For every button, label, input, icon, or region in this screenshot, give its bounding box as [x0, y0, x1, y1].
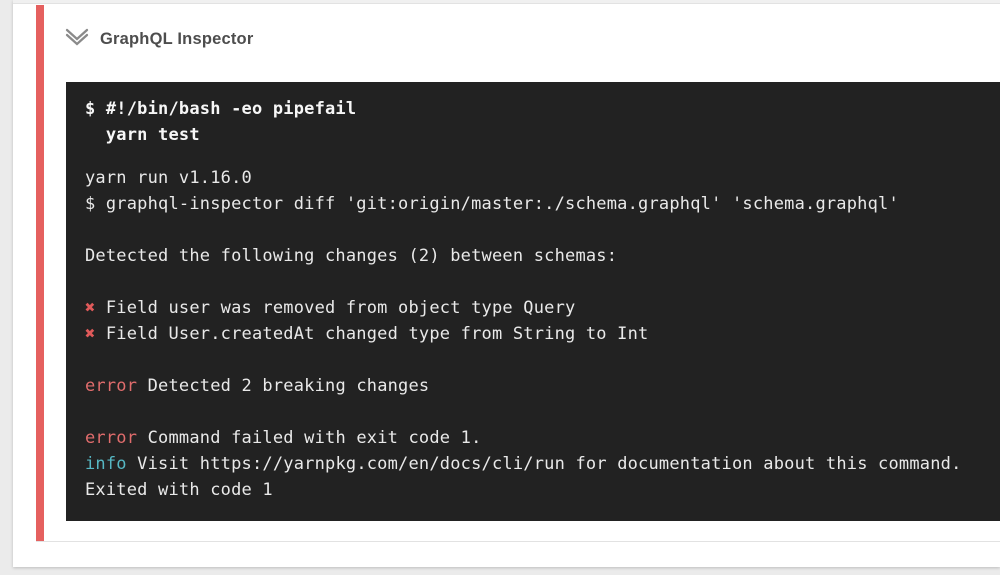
terminal-line: error Detected 2 breaking changes — [85, 376, 430, 396]
terminal-line: yarn run v1.16.0 — [85, 168, 252, 188]
terminal-line: info Visit https://yarnpkg.com/en/docs/c… — [85, 454, 962, 474]
error-label: error — [85, 376, 138, 396]
terminal-line: $ #!/bin/bash -eo pipefail — [85, 99, 357, 119]
info-label: info — [85, 454, 127, 474]
terminal-line: yarn test — [85, 125, 200, 145]
terminal-line — [85, 347, 990, 373]
terminal-line: ✖ Field User.createdAt changed type from… — [85, 324, 649, 344]
build-step-card: GraphQL Inspector $ #!/bin/bash -eo pipe… — [13, 0, 1000, 567]
card-top-divider — [13, 0, 1000, 4]
terminal-line — [85, 399, 990, 425]
collapse-double-chevron-down-icon[interactable] — [64, 25, 90, 51]
step-bottom-divider — [36, 541, 1000, 542]
terminal-line — [85, 217, 990, 243]
breaking-change-cross-icon: ✖ — [85, 298, 96, 318]
terminal-line: Detected the following changes (2) betwe… — [85, 246, 618, 266]
step-header[interactable]: GraphQL Inspector — [44, 5, 1000, 81]
terminal-line — [85, 269, 990, 295]
terminal-line: error Command failed with exit code 1. — [85, 428, 482, 448]
terminal-line — [85, 148, 990, 165]
terminal-line: Exited with code 1 — [85, 480, 273, 500]
error-label: error — [85, 428, 138, 448]
step-title: GraphQL Inspector — [100, 30, 254, 48]
terminal-line: ✖ Field user was removed from object typ… — [85, 298, 576, 318]
terminal-output: $ #!/bin/bash -eo pipefail yarn test yarn… — [66, 82, 1000, 521]
step-status-bar-failed — [36, 5, 44, 542]
terminal-line: $ graphql-inspector diff 'git:origin/mas… — [85, 194, 899, 214]
breaking-change-cross-icon: ✖ — [85, 324, 96, 344]
